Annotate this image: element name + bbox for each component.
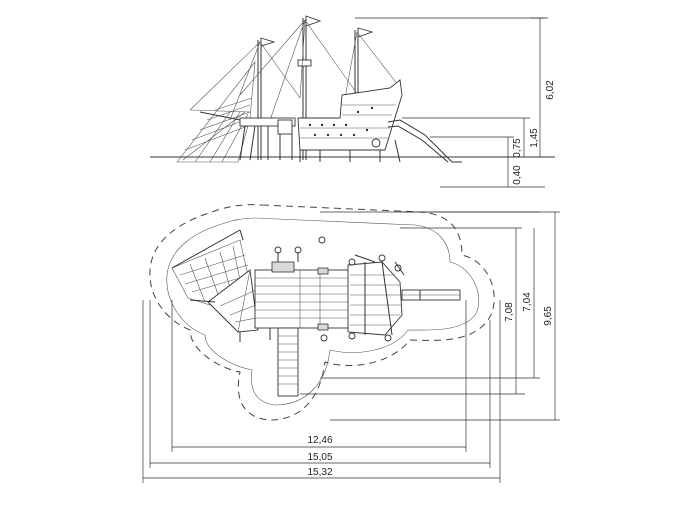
- flag-rear: [357, 27, 374, 38]
- plan-dimensions-horizontal: [142, 300, 501, 483]
- stern-castle-plan: [347, 254, 405, 342]
- dim-height-total: 6,02: [545, 80, 556, 100]
- ramp-plan: [239, 327, 299, 397]
- dim-height-high: 1,45: [529, 128, 540, 148]
- dim-width-safety-inner: 15,05: [307, 452, 332, 463]
- safety-zone-outer: [149, 204, 495, 421]
- safety-zone-inner: [166, 217, 480, 406]
- slide-plan: [401, 289, 461, 301]
- plan-dimensions-vertical: [300, 211, 560, 421]
- flag-front: [260, 37, 276, 47]
- front-deck: [239, 117, 296, 161]
- main-deck-plan: [254, 236, 351, 342]
- side-dimensions: [355, 17, 548, 188]
- dim-depth-safety-outer: 9,65: [543, 306, 554, 326]
- slide: [387, 119, 462, 163]
- dim-depth-structure: 7,08: [504, 302, 515, 322]
- porthole: [371, 138, 381, 148]
- climbing-net: [176, 61, 256, 163]
- side-elevation: 6,02 1,45 0,75 0,40: [150, 15, 556, 188]
- bow-plan: [189, 269, 259, 333]
- ship-hull: [297, 79, 403, 162]
- dim-width-structure: 12,46: [307, 435, 332, 446]
- dim-height-low: 0,75: [512, 138, 523, 158]
- dim-depth-safety-inner: 7,04: [522, 292, 533, 312]
- dim-depth-below: 0,40: [512, 165, 523, 185]
- dim-width-safety-outer: 15,32: [307, 467, 332, 478]
- plan-view: 7,08 7,04 9,65 12,46 15,05 15,32: [142, 204, 560, 483]
